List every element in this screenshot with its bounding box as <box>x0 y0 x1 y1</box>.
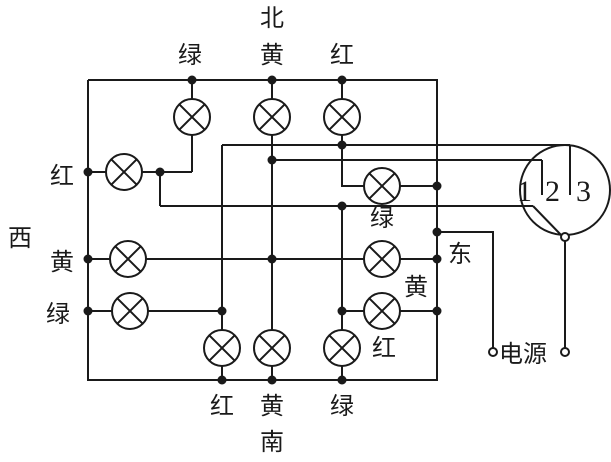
south-lamp-green-icon <box>323 329 361 367</box>
south-lamp-label-red: 红 <box>210 392 234 420</box>
junction-dot <box>432 181 442 191</box>
east-lamp-green-icon <box>363 167 401 205</box>
switch-pivot <box>560 232 570 242</box>
power-terminal-left <box>488 347 498 357</box>
west-lamp-red-icon <box>105 153 143 191</box>
south-lamp-label-green: 绿 <box>330 392 354 420</box>
west-lamp-green-icon <box>111 292 149 330</box>
lamps <box>105 98 401 367</box>
north-lamp-label-red: 红 <box>330 41 354 69</box>
north-lamp-red-icon <box>323 98 361 136</box>
junction-dot <box>432 254 442 264</box>
junction-dot <box>267 155 277 165</box>
west-lamp-label-yellow: 黄 <box>50 248 74 276</box>
junction-dot <box>267 254 277 264</box>
junction-dot <box>267 375 277 385</box>
switch-contact-2: 2 <box>545 175 560 208</box>
junction-dot <box>267 75 277 85</box>
east-lamp-label-red: 红 <box>372 334 396 362</box>
switch-contact-3: 3 <box>576 175 591 208</box>
direction-south: 南 <box>260 428 284 456</box>
junction-dot <box>432 306 442 316</box>
junction-dot <box>337 306 347 316</box>
junction-dot <box>217 306 227 316</box>
junction-dot <box>337 375 347 385</box>
junction-dot <box>187 75 197 85</box>
junction-dot <box>337 201 347 211</box>
south-lamp-red-icon <box>203 329 241 367</box>
frame-wires <box>87 79 438 381</box>
direction-north: 北 <box>260 4 284 32</box>
junction-dot <box>337 75 347 85</box>
north-lamp-yellow-icon <box>253 98 291 136</box>
junction-dot <box>83 167 93 177</box>
east-lamp-label-yellow: 黄 <box>404 273 428 301</box>
north-lamp-label-green: 绿 <box>178 41 202 69</box>
east-lamp-yellow-icon <box>363 240 401 278</box>
north-lamp-label-yellow: 黄 <box>260 41 284 69</box>
junctions <box>83 75 442 385</box>
junction-dot <box>83 254 93 264</box>
west-lamp-label-red: 红 <box>50 162 74 190</box>
power-source-label: 电源 <box>499 340 547 368</box>
south-lamp-label-yellow: 黄 <box>260 392 284 420</box>
switch-contact-1: 1 <box>517 175 532 208</box>
north-lamp-green-icon <box>173 98 211 136</box>
west-lamp-yellow-icon <box>109 240 147 278</box>
power-source: 电源 <box>488 340 570 368</box>
rotary-switch: 1 2 3 <box>517 144 611 352</box>
junction-dot <box>83 306 93 316</box>
direction-west: 西 <box>8 224 32 252</box>
junction-dot <box>337 140 347 150</box>
west-lamp-label-green: 绿 <box>46 300 70 328</box>
junction-dot <box>155 167 165 177</box>
east-lamp-label-green: 绿 <box>370 204 394 232</box>
east-lamp-red-icon <box>363 292 401 330</box>
south-lamp-yellow-icon <box>253 329 291 367</box>
junction-dot <box>217 375 227 385</box>
direction-east: 东 <box>448 240 472 268</box>
junction-dot <box>432 227 442 237</box>
power-terminal-right <box>560 347 570 357</box>
